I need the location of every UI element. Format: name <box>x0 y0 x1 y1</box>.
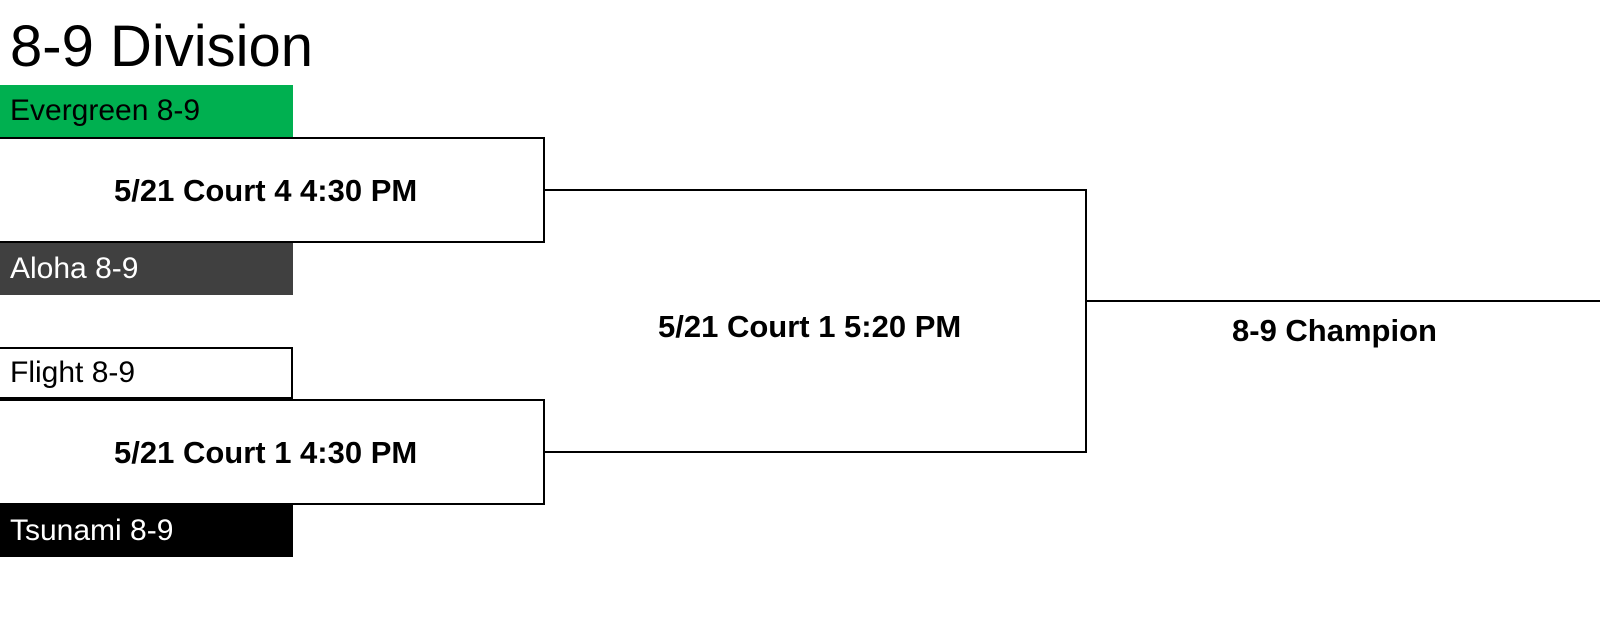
semifinal-2-label: 5/21 Court 1 4:30 PM <box>114 435 418 470</box>
team-aloha: Aloha 8-9 <box>0 243 293 295</box>
team-tsunami: Tsunami 8-9 <box>0 505 293 557</box>
semifinal-1-label: 5/21 Court 4 4:30 PM <box>114 173 418 208</box>
semifinal-1-box <box>0 137 545 243</box>
semifinal-2-box <box>0 399 545 505</box>
connector-semifinal-2 <box>545 451 1087 453</box>
connector-semifinal-1 <box>545 189 1087 191</box>
team-flight: Flight 8-9 <box>0 347 293 399</box>
champion-line <box>1085 300 1600 302</box>
division-title: 8-9 Division <box>10 14 313 79</box>
team-evergreen: Evergreen 8-9 <box>0 85 293 137</box>
connector-final-vertical <box>1085 189 1087 453</box>
champion-label: 8-9 Champion <box>1232 313 1437 348</box>
final-game-label: 5/21 Court 1 5:20 PM <box>658 309 962 344</box>
